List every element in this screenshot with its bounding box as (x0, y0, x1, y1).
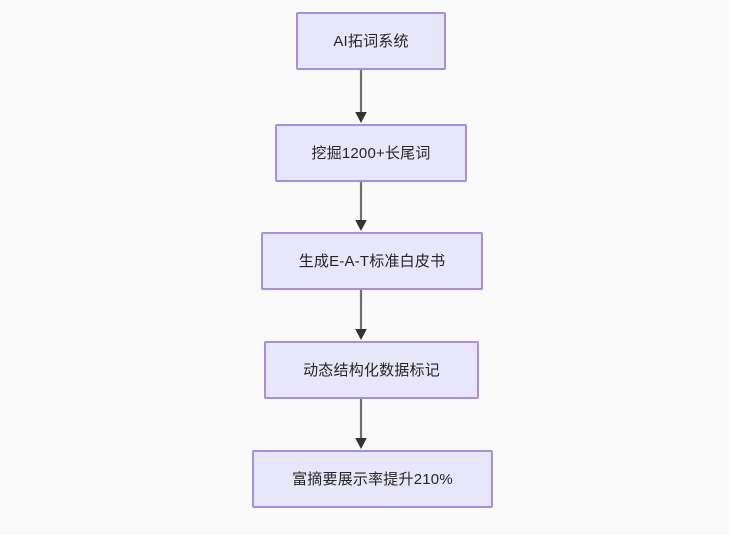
arrow-down-icon (355, 182, 367, 231)
flow-edge-3 (351, 290, 371, 341)
flow-edge-2 (351, 182, 371, 232)
arrow-down-icon (355, 399, 367, 449)
flow-node-label: AI拓词系统 (333, 32, 409, 50)
flow-node-eat-whitepaper[interactable]: 生成E-A-T标准白皮书 (261, 232, 483, 290)
arrow-down-icon (355, 70, 367, 123)
flow-node-label: 动态结构化数据标记 (303, 361, 440, 379)
flow-node-ai-keyword-system[interactable]: AI拓词系统 (296, 12, 446, 70)
flow-node-label: 生成E-A-T标准白皮书 (298, 252, 446, 270)
flow-node-label: 富摘要展示率提升210% (292, 470, 453, 488)
flow-edge-1 (351, 70, 371, 124)
flow-node-structured-data-markup[interactable]: 动态结构化数据标记 (264, 341, 479, 399)
flow-node-longtail-mining[interactable]: 挖掘1200+长尾词 (275, 124, 467, 182)
arrow-down-icon (355, 290, 367, 340)
flow-node-rich-snippet-result[interactable]: 富摘要展示率提升210% (252, 450, 493, 508)
flow-edge-4 (351, 399, 371, 450)
flow-node-label: 挖掘1200+长尾词 (311, 144, 431, 162)
